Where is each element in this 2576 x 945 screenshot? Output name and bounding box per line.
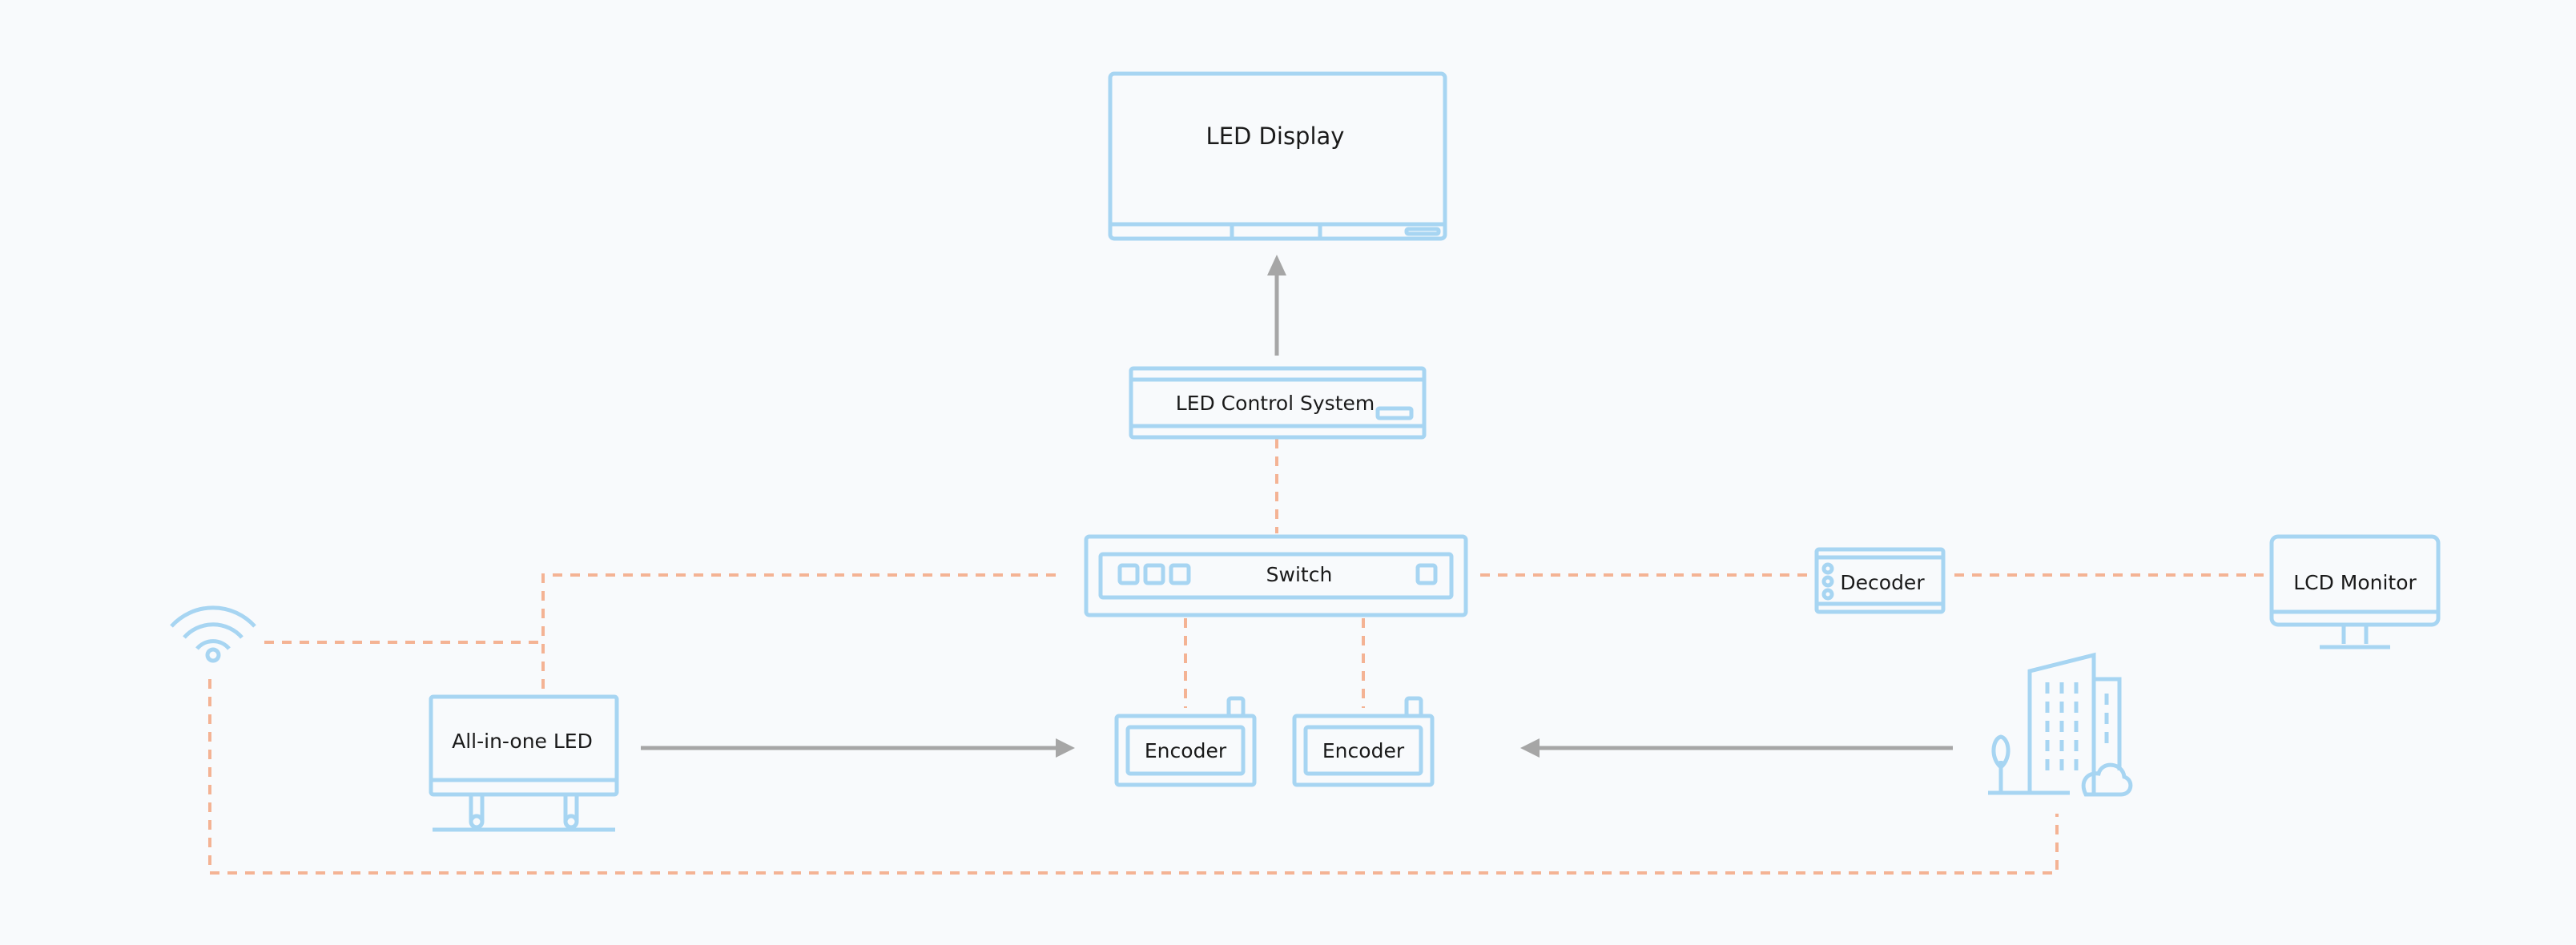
led-control-label: LED Control System xyxy=(1176,392,1375,415)
switch[interactable]: Switch xyxy=(1084,534,1468,617)
lcd-monitor-label: LCD Monitor xyxy=(2293,571,2417,594)
switch-frame xyxy=(1084,534,1468,617)
led-display[interactable]: LED Display xyxy=(1108,71,1447,241)
link-switch-to-all-in-one xyxy=(541,573,1056,695)
lcd-monitor[interactable]: LCD Monitor xyxy=(2269,534,2441,649)
decoder[interactable]: Decoder xyxy=(1814,547,1946,614)
arrow-control-to-display xyxy=(1267,255,1286,356)
encoder-2-frame xyxy=(1292,714,1435,787)
decoder-frame xyxy=(1814,547,1946,614)
network-links xyxy=(208,439,2268,875)
led-control-frame xyxy=(1129,366,1427,440)
led-control-port xyxy=(1375,406,1414,420)
encoder-2-antenna xyxy=(1404,696,1423,718)
data-arrows xyxy=(641,255,1953,758)
switch-panel xyxy=(1098,552,1454,600)
wifi-icon xyxy=(170,605,256,663)
switch-port-2 xyxy=(1143,563,1165,585)
link-wifi-to-building xyxy=(208,679,2059,875)
encoder-1-panel xyxy=(1125,725,1246,776)
all-in-one-screen xyxy=(429,694,619,797)
all-in-one-wheel-right xyxy=(563,814,579,830)
building-windows xyxy=(2045,682,2109,770)
switch-port-3 xyxy=(1169,563,1191,585)
led-display-port xyxy=(1404,227,1441,236)
tree-icon xyxy=(1991,734,2010,770)
decoder-label: Decoder xyxy=(1840,571,1925,594)
encoder-2-panel xyxy=(1303,725,1423,776)
decoder-led-3 xyxy=(1821,588,1834,601)
led-display-frame xyxy=(1108,71,1447,241)
encoder-1-label: Encoder xyxy=(1145,739,1227,762)
building-icon xyxy=(1988,652,2133,797)
decoder-led-2 xyxy=(1821,575,1834,588)
all-in-one-label: All-in-one LED xyxy=(452,730,593,753)
arrow-all-in-one-to-encoder xyxy=(641,738,1075,758)
encoder-2-label: Encoder xyxy=(1322,739,1405,762)
all-in-one-led[interactable]: All-in-one LED xyxy=(429,694,619,832)
encoder-1-antenna xyxy=(1226,696,1246,718)
lcd-monitor-screen xyxy=(2269,534,2441,627)
led-display-label: LED Display xyxy=(1206,123,1345,150)
switch-port-1 xyxy=(1117,563,1140,585)
encoder-1[interactable]: Encoder xyxy=(1114,696,1257,787)
decoder-led-1 xyxy=(1821,562,1834,575)
switch-label: Switch xyxy=(1266,563,1333,586)
encoder-2[interactable]: Encoder xyxy=(1292,696,1435,787)
switch-port-4 xyxy=(1415,563,1438,585)
cloud-icon xyxy=(2081,762,2133,797)
arrow-building-to-encoder xyxy=(1520,738,1953,758)
encoder-1-frame xyxy=(1114,714,1257,787)
all-in-one-wheel-left xyxy=(469,814,485,830)
led-control-system[interactable]: LED Control System xyxy=(1129,366,1427,440)
